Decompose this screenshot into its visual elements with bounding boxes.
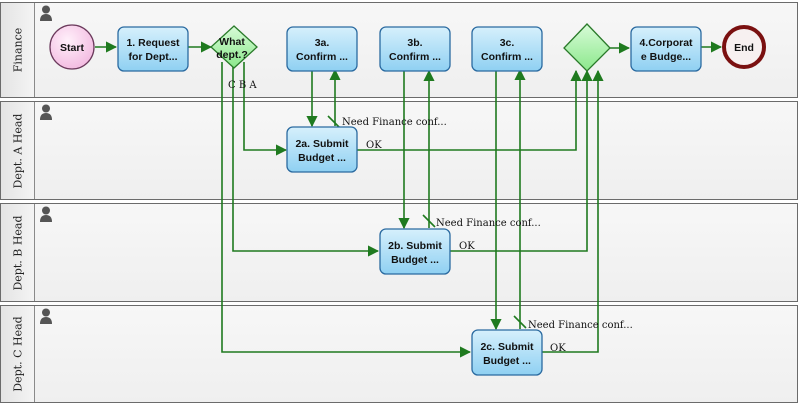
person-icon (40, 308, 52, 324)
edge-gateway-submit-c (221, 62, 472, 358)
edge-submit-c-merge (541, 69, 604, 353)
task-label-line1: 2b. Submit (388, 240, 442, 252)
task-label-line1: 1. Request (126, 37, 180, 49)
need-finance-label-b: Need Finance conf... (436, 218, 541, 229)
ok-label-c: OK (550, 343, 566, 354)
person-icon (40, 104, 52, 120)
task-request-dept-budget[interactable]: 1. Request for Dept... (117, 26, 189, 72)
merge-gateway[interactable] (563, 23, 611, 72)
edge-gateway-submit-a (243, 62, 288, 156)
edge-submit-a-merge (357, 69, 582, 151)
person-icon (40, 206, 52, 222)
task-label-line1: 3a. (315, 37, 330, 49)
task-label-line2: Budget ... (391, 254, 439, 266)
task-confirm-a[interactable]: 3a. Confirm ... (286, 26, 358, 72)
lane-label: Dept. B Head (1, 204, 35, 301)
task-label-line2: Budget ... (483, 355, 531, 367)
lane-label: Finance (1, 3, 35, 97)
task-submit-c[interactable]: 2c. Submit Budget ... (471, 329, 543, 376)
edge-gateway-submit-b (232, 62, 380, 257)
start-event-label: Start (60, 42, 84, 54)
task-label-line2: Confirm ... (296, 51, 348, 63)
need-finance-label-a: Need Finance conf... (342, 117, 447, 128)
task-label-line1: 2a. Submit (295, 138, 349, 150)
person-icon (40, 5, 52, 21)
task-label-line1: 2c. Submit (480, 341, 534, 353)
default-marker (513, 315, 527, 329)
end-event-label: End (734, 42, 754, 54)
task-label-line2: Confirm ... (389, 51, 441, 63)
task-label-line2: Budget ... (298, 152, 346, 164)
gateway-label-line2: dept.? (216, 49, 248, 61)
lane-label: Dept. C Head (1, 306, 35, 402)
task-label-line2: Confirm ... (481, 51, 533, 63)
lane-label: Dept. A Head (1, 102, 35, 199)
start-event[interactable]: Start (49, 24, 95, 70)
edge-submit-b-merge (449, 69, 593, 252)
task-label-line2: e Budge... (641, 51, 691, 63)
gateway-label-line1: What (219, 36, 245, 48)
task-label-line1: 4.Corporat (639, 37, 693, 49)
task-label-line2: for Dept... (129, 51, 178, 63)
end-event[interactable]: End (722, 25, 766, 69)
gateway-branch-label: C B A (228, 80, 257, 91)
default-marker (422, 214, 436, 228)
task-submit-a[interactable]: 2a. Submit Budget ... (286, 126, 358, 173)
task-confirm-b[interactable]: 3b. Confirm ... (379, 26, 451, 72)
task-label-line1: 3c. (500, 37, 515, 49)
need-finance-label-c: Need Finance conf... (528, 320, 633, 331)
task-submit-b[interactable]: 2b. Submit Budget ... (379, 228, 451, 275)
task-corporate-budget[interactable]: 4.Corporat e Budge... (630, 26, 702, 72)
default-marker (327, 115, 341, 129)
task-label-line1: 3b. (407, 37, 422, 49)
lane-dept-c: Dept. C Head (0, 305, 798, 403)
what-dept-gateway[interactable]: What dept.? (210, 25, 258, 69)
task-confirm-c[interactable]: 3c. Confirm ... (471, 26, 543, 72)
ok-label-b: OK (459, 241, 475, 252)
ok-label-a: OK (366, 140, 382, 151)
